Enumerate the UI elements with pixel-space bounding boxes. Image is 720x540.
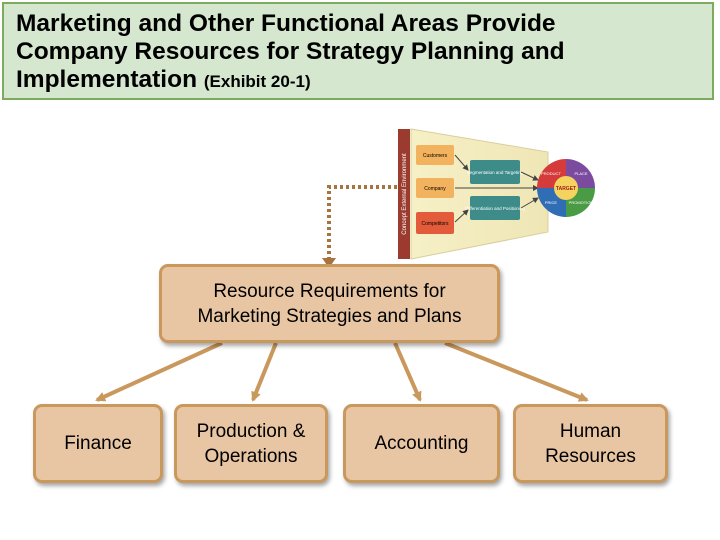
segmentation-box	[470, 160, 520, 184]
wheel-promotion-label: PROMOTION	[569, 200, 594, 205]
arrow-to-finance	[95, 341, 223, 402]
human-resources-box: Human Resources	[513, 404, 668, 483]
differentiation-label: Differentiation and Positioning	[465, 206, 525, 211]
wheel-center-label: TARGET	[556, 186, 576, 192]
company-box	[416, 178, 454, 198]
wheel-place-label: PLACE	[574, 171, 587, 176]
arrow-to-human-resources	[444, 341, 589, 402]
arrow-to-accounting	[393, 342, 422, 402]
marketing-mix-wheel	[537, 159, 595, 217]
dashed-connector-arrowhead	[322, 258, 336, 268]
differentiation-box	[470, 196, 520, 220]
competitors-label: Competitors	[422, 221, 449, 227]
resource-requirements-box: Resource Requirements for Marketing Stra…	[159, 264, 500, 343]
accounting-box: Accounting	[343, 404, 500, 483]
fig-arrow	[520, 171, 539, 181]
finance-box: Finance	[33, 404, 163, 483]
wheel-price-label: PRICE	[545, 200, 558, 205]
competitors-box	[416, 212, 454, 234]
segmentation-label: Segmentation and Targeting	[467, 170, 524, 175]
customers-label: Customers	[423, 153, 448, 159]
customers-box	[416, 145, 454, 165]
environment-side-bar	[398, 129, 410, 259]
title-main: Marketing and Other Functional Areas Pro…	[16, 10, 565, 93]
fig-arrow	[454, 154, 469, 171]
production-operations-box: Production & Operations	[174, 404, 328, 483]
title-banner: Marketing and Other Functional Areas Pro…	[2, 2, 714, 100]
fig-arrow	[454, 209, 469, 223]
slide-title: Marketing and Other Functional Areas Pro…	[16, 10, 565, 96]
title-exhibit: (Exhibit 20-1)	[203, 72, 311, 91]
wheel-product-label: PRODUCT	[541, 171, 561, 176]
company-label: Company	[424, 186, 446, 192]
dashed-connector	[327, 185, 397, 262]
fig-arrow	[520, 197, 539, 209]
arrow-to-production	[251, 342, 278, 402]
environment-side-label: Concept External Environment	[402, 153, 408, 235]
